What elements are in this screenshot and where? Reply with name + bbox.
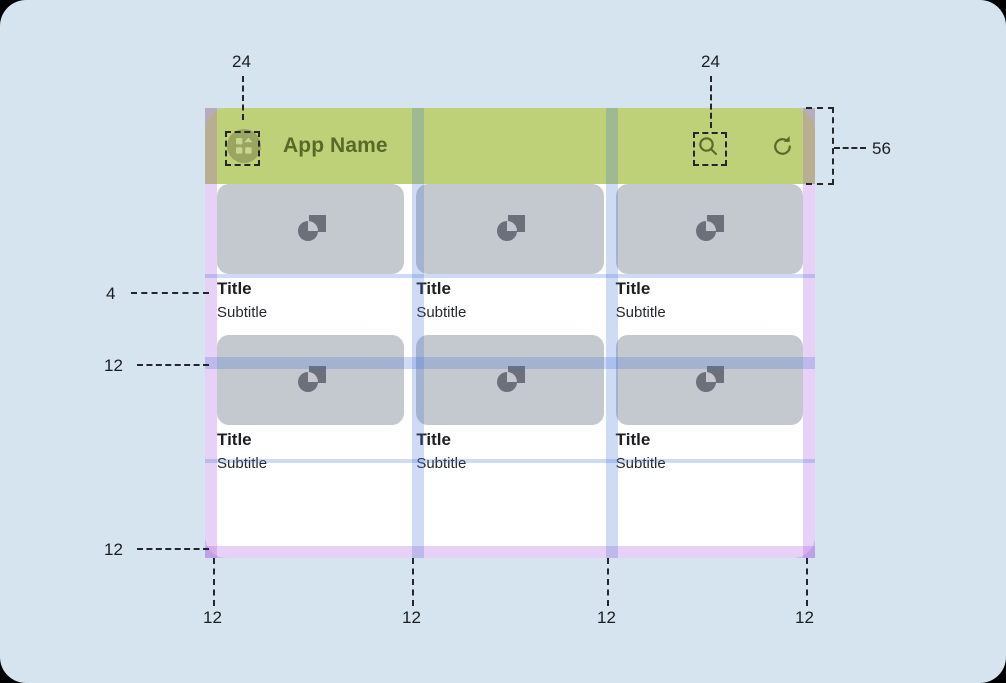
app-bar-title: App Name [283,134,388,157]
card-subtitle: Subtitle [615,455,666,472]
card-subtitle: Subtitle [217,304,268,321]
card-meta: Title Subtitle [616,274,803,323]
card-subtitle: Subtitle [217,455,268,472]
card-meta: Title Subtitle [616,425,803,474]
card[interactable]: Title Subtitle [416,335,604,474]
card-row: Title Subtitle Title Subtitle [217,335,803,474]
card-title: Title [416,279,451,298]
card[interactable]: Title Subtitle [416,184,604,323]
card-title: Title [416,430,451,449]
search-icon[interactable] [693,131,723,161]
card-meta: Title Subtitle [217,274,404,323]
image-placeholder-icon [615,335,803,425]
annotation-label-row-gap: 12 [104,356,123,375]
image-placeholder-icon [217,335,405,425]
annotation-label-trailing-inset: 24 [701,52,720,71]
annotation-label-gutter-right: 12 [795,608,814,627]
annotation-label-bottom-margin: 12 [104,540,123,559]
annotation-leader-image-title-gap [131,292,209,294]
annotation-leader-bottom-margin [137,548,209,550]
card[interactable]: Title Subtitle [217,335,405,474]
card[interactable]: Title Subtitle [615,184,803,323]
card-meta: Title Subtitle [217,425,404,474]
annotation-label-leading-inset: 24 [232,52,251,71]
card-title: Title [217,279,252,298]
refresh-icon[interactable] [767,131,797,161]
annotation-leader-trailing-inset [710,76,712,128]
annotation-leader-appbar-height [834,147,866,149]
card-subtitle: Subtitle [615,304,666,321]
image-placeholder-icon [615,184,803,274]
image-placeholder-icon [416,184,604,274]
annotation-label-appbar-height: 56 [872,139,891,158]
card-subtitle: Subtitle [416,455,467,472]
annotation-label-gutter-left: 12 [203,608,222,627]
card-row: Title Subtitle Title Subtitle [217,184,803,323]
annotation-leader-leading-inset [242,76,244,120]
card-grid: Title Subtitle Title Subtitle [205,184,815,558]
annotation-leader-gutter-left [213,558,215,606]
app-grid-icon[interactable] [227,129,261,163]
annotation-leader-gutter-right [806,558,808,606]
annotation-label-gutter-mid-2: 12 [597,608,616,627]
card-meta: Title Subtitle [416,425,603,474]
annotation-label-gutter-mid-1: 12 [402,608,421,627]
image-placeholder-icon [217,184,405,274]
annotation-label-image-title-gap: 4 [106,284,116,303]
annotation-leader-row-gap [137,364,209,366]
card-subtitle: Subtitle [416,304,467,321]
annotation-box-search-icon [693,132,727,166]
card-title: Title [615,430,651,449]
annotation-leader-gutter-mid-2 [607,558,609,606]
image-placeholder-icon [416,335,604,425]
annotation-box-leading-icon [225,131,260,166]
card-meta: Title Subtitle [416,274,603,323]
device-artboard: App Name [205,108,815,558]
card-title: Title [615,279,651,298]
app-bar: App Name [205,108,815,184]
annotation-bracket-appbar-height [806,107,834,185]
card[interactable]: Title Subtitle [217,184,405,323]
card[interactable]: Title Subtitle [615,335,803,474]
annotation-leader-gutter-mid-1 [412,558,414,606]
card-title: Title [217,430,252,449]
